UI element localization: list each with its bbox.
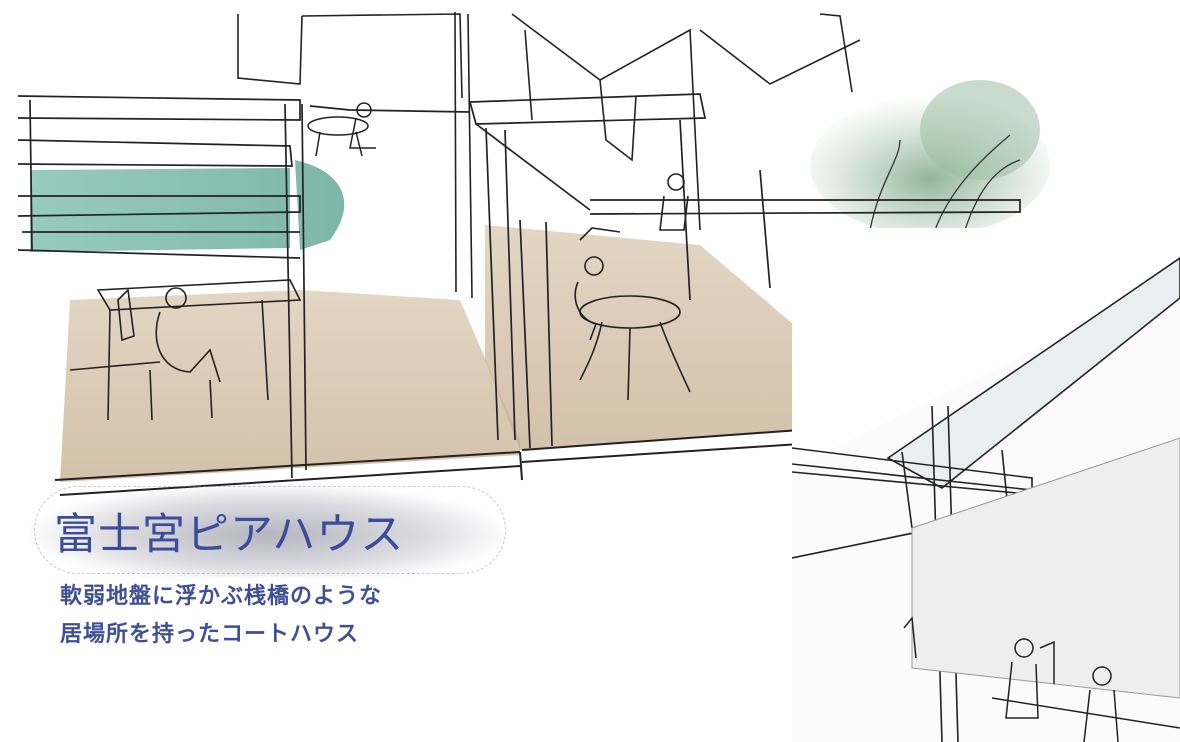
background-walls (237, 11, 861, 299)
subtitle-line-2: 居場所を持ったコートハウス (60, 622, 360, 647)
inset-sky (792, 228, 1180, 468)
desk-figure (69, 279, 302, 421)
right-floor (485, 225, 800, 450)
right-frame (468, 93, 1021, 449)
title-wash-edge (34, 486, 506, 574)
left-frame (17, 95, 471, 479)
title-wash-background (28, 484, 508, 576)
water-pool (30, 160, 345, 252)
round-table-figure (574, 173, 691, 401)
page-title: 富士宮ピアハウス (54, 510, 405, 560)
architectural-sketch-inset (792, 228, 1180, 742)
subtitle: 軟弱地盤に浮かぶ桟橋のような 居場所を持ったコートハウス (60, 578, 382, 654)
cafe-table-top (307, 102, 376, 157)
inset-figures (903, 616, 1180, 742)
subtitle-line-1: 軟弱地盤に浮かぶ桟橋のような (60, 584, 383, 609)
